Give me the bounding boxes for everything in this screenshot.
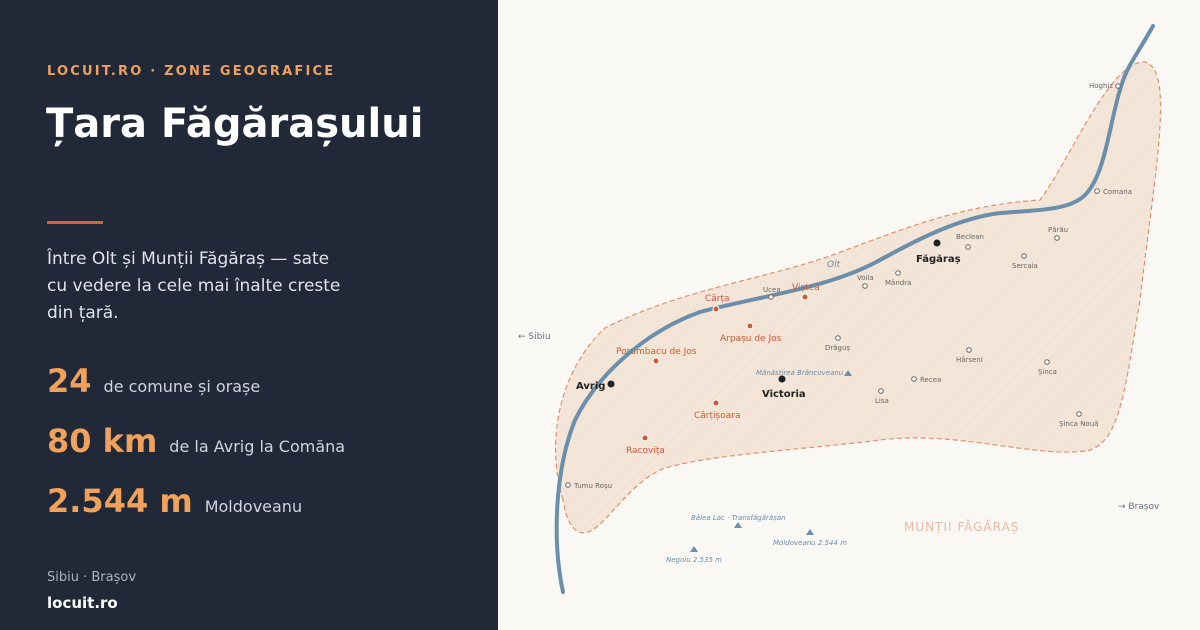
village-marker xyxy=(1094,188,1100,194)
village-marker xyxy=(862,283,868,289)
stat-value: 80 km xyxy=(47,422,158,460)
stat-value: 2.544 m xyxy=(47,482,193,520)
village-label: Beclean xyxy=(956,233,984,241)
landmark-label: Bâlea Lac · Transfăgărășan xyxy=(691,514,786,522)
town-marker xyxy=(778,375,786,383)
village-label: Lisa xyxy=(875,397,889,405)
landmark-peak-icon xyxy=(806,529,814,535)
village-label-carta: Cârța xyxy=(705,294,730,304)
landmark-peak-icon xyxy=(690,546,698,552)
landmark-peak-icon xyxy=(734,522,742,528)
town-marker xyxy=(933,239,941,247)
village-marker xyxy=(1115,83,1121,89)
village-marker xyxy=(835,335,841,341)
village-marker-highlight xyxy=(652,357,660,365)
stat-label: Moldoveanu xyxy=(204,497,303,516)
town-marker xyxy=(607,380,615,388)
village-marker xyxy=(911,376,917,382)
village-label: Ucea xyxy=(763,286,781,294)
village-label: Comana xyxy=(1103,188,1132,196)
town-label-avrig: Avrig xyxy=(576,381,605,392)
village-label: Hârseni xyxy=(956,356,983,364)
regions-text: Sibiu · Brașov xyxy=(47,570,137,585)
village-label: Șinca Nouă xyxy=(1059,420,1098,428)
village-marker-highlight xyxy=(746,322,754,330)
village-label-vistea: Viștea xyxy=(792,283,820,293)
landmark-label: Moldoveanu 2.544 m xyxy=(773,539,847,547)
village-label: Șinca xyxy=(1038,368,1057,376)
region-map: Olt ← Sibiu → Brașov MUNȚII FĂGĂRAȘ Avri… xyxy=(518,24,1162,594)
direction-west-label: ← Sibiu xyxy=(518,332,551,342)
village-marker xyxy=(966,347,972,353)
village-marker xyxy=(878,388,884,394)
olt-river xyxy=(554,24,1155,594)
village-marker-highlight xyxy=(801,293,809,301)
village-marker-highlight xyxy=(712,399,720,407)
village-label-cartisoara: Cârțișoara xyxy=(694,411,740,421)
village-marker xyxy=(965,244,971,250)
sidebar-panel: LOCUIT.RO · ZONE GEOGRAFICE Țara Făgăraș… xyxy=(0,0,498,630)
village-marker xyxy=(895,270,901,276)
village-label: Hoghiz xyxy=(1089,82,1113,90)
description-text: Între Olt și Munții Făgăraș — sate cu ve… xyxy=(47,249,341,323)
stat-label: de comune și orașe xyxy=(103,377,261,396)
village-label-porumbacu: Porumbacu de Jos xyxy=(616,347,697,357)
village-label: Voila xyxy=(857,274,874,282)
stat-altitude: 2.544 m Moldoveanu xyxy=(47,482,302,520)
village-label: Drăguș xyxy=(825,344,850,352)
stat-value: 24 xyxy=(47,362,92,400)
village-marker xyxy=(1054,235,1060,241)
mountains-label: MUNȚII FĂGĂRAȘ xyxy=(904,519,1019,534)
river-label: Olt xyxy=(827,260,841,270)
region-hatch xyxy=(555,61,1161,533)
village-label-arpasu: Arpașu de Jos xyxy=(720,334,782,344)
village-marker-highlight xyxy=(712,305,720,313)
village-marker xyxy=(1021,253,1027,259)
landmark-label: Negoiu 2.535 m xyxy=(666,556,722,564)
stat-distance: 80 km de la Avrig la Comăna xyxy=(47,422,345,460)
village-label: Sercaia xyxy=(1012,262,1038,270)
stat-label: de la Avrig la Comăna xyxy=(169,437,346,456)
village-label: Mândra xyxy=(885,279,911,287)
kicker-label: LOCUIT.RO · ZONE GEOGRAFICE xyxy=(47,64,336,79)
town-label-fagaras: Făgăraș xyxy=(916,254,961,265)
village-marker-highlight xyxy=(641,434,649,442)
stat-communes: 24 de comune și orașe xyxy=(47,362,260,400)
landmark-label: Mânăstirea Brâncoveanu xyxy=(756,369,844,377)
title-divider xyxy=(47,221,103,224)
village-label-racovita: Racovița xyxy=(626,446,665,456)
direction-east-label: → Brașov xyxy=(1118,502,1160,512)
town-label-victoria: Victoria xyxy=(762,389,806,400)
site-link[interactable]: locuit.ro xyxy=(47,594,118,612)
landmark-peak-icon xyxy=(844,370,852,376)
village-label: Recea xyxy=(920,376,941,384)
village-marker xyxy=(1076,411,1082,417)
village-marker xyxy=(1044,359,1050,365)
village-marker xyxy=(768,294,774,300)
village-label: Părău xyxy=(1048,226,1068,234)
village-marker xyxy=(565,482,571,488)
page-title: Țara Făgărașului xyxy=(46,101,424,147)
village-label: Tumu Roșu xyxy=(573,482,612,490)
